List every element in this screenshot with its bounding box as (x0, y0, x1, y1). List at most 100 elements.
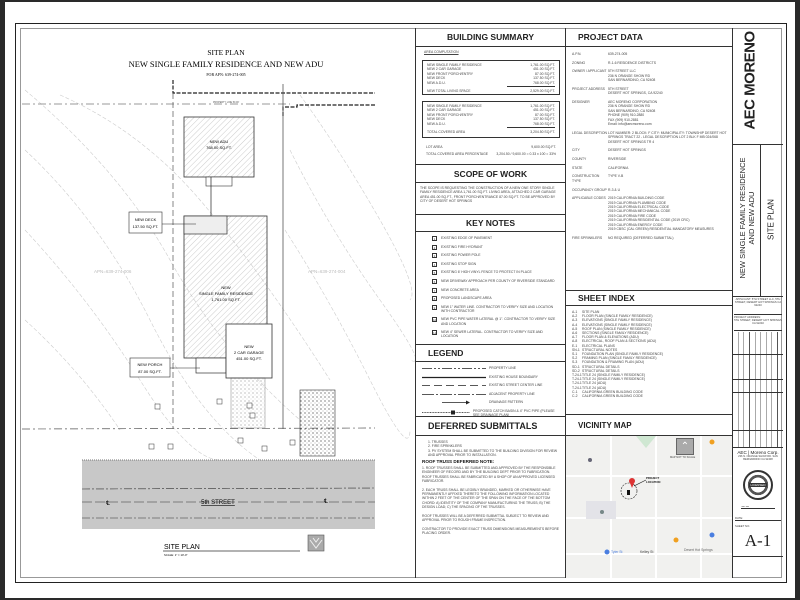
legend-line-symbol (422, 368, 486, 369)
fence-area (299, 389, 336, 457)
area-computation-label: AREA COMPUTATION (424, 50, 459, 54)
area-value: 1,761.00 SQ.FT. (530, 63, 555, 67)
key-note-number: 10 (432, 317, 437, 323)
sheet-code: C-1 (572, 389, 578, 394)
sheet-name: FOUNDATION PLAN (SINGLE FAMILY RESIDENCE… (582, 352, 664, 357)
project-data-value: 2019 CALIFORNIA BUILDING CODE 2019 CALIF… (608, 196, 714, 232)
sheet-code: T-24-1 (572, 385, 582, 390)
project-data-value: RIVERSIDE (608, 156, 627, 161)
project-data-key: A.P.N. (572, 52, 582, 56)
key-note-number: 7 (432, 287, 437, 293)
project-data-value: DESERT HOT SPRINGS (608, 148, 646, 153)
sheet-name: SECTIONS (SINGLE FAMILY RESIDENCE) (582, 331, 649, 336)
area-total-name: NEW TOTAL LIVING SPACE (427, 89, 471, 94)
deferred-paragraph: 2. EACH TRUSS SHALL BE LEGIBLY BRANDED, … (422, 487, 551, 510)
map-place-1: Tyler St (611, 550, 623, 554)
project-data-key: STATE (572, 165, 583, 170)
porch-label-box (129, 357, 171, 378)
key-note-number: 1 (432, 236, 437, 241)
sheet-number: A-1 (744, 531, 772, 550)
map-expand-icon[interactable]: ⌃ (676, 438, 694, 455)
project-data-value: 639-274-005 (608, 52, 628, 56)
date-label: DATE: (735, 516, 781, 522)
project-data-key: CITY (572, 148, 580, 153)
centerline-left: ℄ (105, 501, 110, 507)
applicant-info: APPLICANT: 5TH STREET LLC, 5TH STREET, D… (734, 298, 782, 315)
sheet-code: A-6 (572, 331, 578, 336)
deck-area: 137.50 SQ.FT. (133, 224, 159, 229)
garage-area: 451.00 SQ.FT. (236, 356, 262, 361)
sheet-code: A-8 (572, 339, 578, 344)
vicinity-map[interactable]: ⌃ MAP NOT TO SCALE PROJECT LOCATION Dese… (566, 436, 732, 578)
key-note-number: 8 (432, 296, 437, 302)
area-value: 768.00 SQ.FT. (533, 121, 555, 126)
key-note-item: 11 NEW 4" SEWER LATERAL. CONTRACTOR TO VE… (432, 329, 560, 339)
project-data-value: R-1-6 RESIDENCE DISTRICTS (608, 60, 657, 65)
key-note-number: 11 (432, 329, 437, 335)
legend-label: PROPERTY LINE (489, 366, 517, 371)
area-name: NEW FRONT PORCH/ENTRY (427, 71, 474, 76)
building-summary-header: BUILDING SUMMARY (416, 28, 565, 47)
signature: ~~ (741, 504, 775, 510)
project-data-value: CALIFORNIA (608, 165, 629, 170)
sheet-code: C-2 (572, 394, 578, 399)
project-data-key: OWNER / APPLICANT (572, 69, 607, 74)
deferred-item: 2. FIRE SPRINKLERS (428, 444, 462, 449)
key-note-number: 9 (432, 304, 437, 310)
key-note-number: 2 (432, 244, 437, 250)
area-name: NEW A.D.U. (427, 121, 446, 126)
drawing-apn: FOR APN: 639-274-005 (206, 72, 245, 77)
scale-label: SCALE: 1" = 10'-0" (164, 553, 188, 557)
legend-item: PROPOSED CATCH BASIN & 4" PVC PIPE (PLEA… (422, 409, 562, 418)
sheet-code: SD-2 (572, 368, 580, 373)
park-area (636, 436, 656, 448)
sheet-code: T-24-1 (572, 381, 582, 386)
area-name: NEW 2 CAR GARAGE (427, 67, 462, 72)
sheet-border (15, 23, 787, 583)
project-data-header: PROJECT DATA (566, 28, 732, 47)
key-note-text: EXISTING 6' HIGH VINYL FENCE TO PROTECT … (441, 270, 532, 275)
sheet-code: T-24-1 (572, 373, 582, 378)
logo-text: AEC MORENO (741, 31, 759, 130)
legend-line-symbol (422, 385, 486, 386)
key-note-text: NEW 4" SEWER LATERAL. CONTRACTOR TO VERI… (441, 329, 543, 338)
deferred-paragraph: ROOF TRUSSES WILL BE A DEFERRED SUBMITTA… (422, 513, 549, 523)
north-arrow-icon (307, 534, 325, 552)
sheet-title-cell: SITE PLAN (761, 145, 783, 297)
project-data-value: NO REQUIRED (DEFERRED SUBMITTAL) (608, 235, 674, 240)
area-value: 87.00 SQ.FT. (535, 112, 555, 117)
key-note-text: EXISTING EDGE OF PAVEMENT (441, 236, 493, 240)
company-address: 236 N. ORANGE SHOW RD. SAN BERNARDINO CA… (738, 455, 778, 462)
area-total (507, 127, 555, 129)
key-notes-header: KEY NOTES (416, 214, 565, 232)
deferred-header: DEFERRED SUBMITTALS (416, 416, 565, 436)
sheet-no-label: SHEET NO. (735, 524, 751, 528)
map-not-to-scale: MAP NOT TO SCALE (670, 456, 696, 459)
legend-line-symbol (422, 393, 486, 395)
sheet-name: ROOF PLAN (SINGLE FAMILY RESIDENCE) (582, 326, 651, 331)
